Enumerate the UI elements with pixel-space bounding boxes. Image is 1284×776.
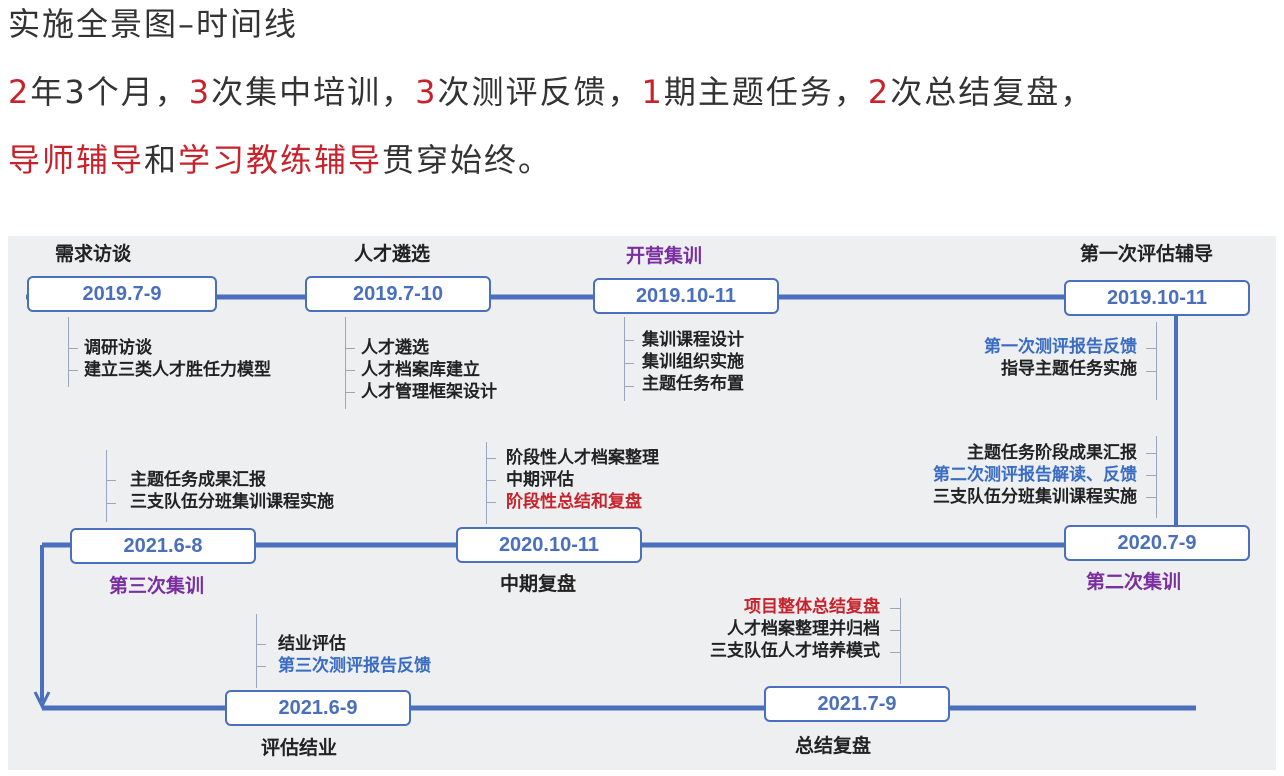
summary-line2-segment-0: 导师辅导 [8,141,145,179]
bracket-m5 [1156,436,1157,518]
milestone-label-m8: 评估结业 [261,737,338,759]
summary-line1-segment-8: 1 [641,73,664,111]
bracket-m7 [106,450,107,522]
summary-line1-segment-1: 年 [30,73,65,111]
item-m6-1: 中期评估 [506,470,574,490]
item-list-m7: 主题任务成果汇报 三支队伍分班集训课程实施 [130,469,334,513]
summary-line2-segment-2: 学习教练辅导 [178,141,383,179]
item-m9-1: 人才档案整理并归档 [727,619,880,639]
date-box-m6: 2020.10-11 [456,527,642,563]
date-box-m8: 2021.6-9 [225,690,411,726]
summary-line1-segment-4: 3 [188,73,212,111]
bracket-m9 [900,598,901,684]
bracket-m8 [256,614,257,688]
item-m9-0: 项目整体总结复盘 [744,597,880,617]
bracket-m3 [624,317,625,401]
bracket-m6 [486,442,487,524]
item-m7-0: 主题任务成果汇报 [130,470,266,490]
summary-line1-segment-5: 次集中培训， [211,73,416,111]
item-m2-2: 人才管理框架设计 [361,382,497,402]
page-title: 实施全景图–时间线 [8,5,299,43]
item-m3-1: 集训组织实施 [642,352,744,372]
summary-line1-segment-11: 次总结复盘， [890,73,1095,111]
down-arrow-icon [33,691,51,710]
milestone-label-m1: 需求访谈 [55,243,132,265]
milestone-label-m5: 第二次集训 [1086,571,1182,593]
date-box-m9: 2021.7-9 [764,686,950,722]
item-m1-0: 调研访谈 [84,338,152,358]
item-m6-2: 阶段性总结和复盘 [506,492,642,512]
item-list-m8: 结业评估 第三次测评报告反馈 [278,633,431,677]
date-box-m5: 2020.7-9 [1064,525,1250,561]
milestone-label-m6: 中期复盘 [500,573,577,595]
date-box-m3: 2019.10-11 [593,278,779,314]
item-list-m5: 主题任务阶段成果汇报 第二次测评报告解读、反馈 三支队伍分班集训课程实施 [933,442,1137,508]
milestone-label-m7: 第三次集训 [109,575,205,597]
item-m5-0: 主题任务阶段成果汇报 [967,443,1137,463]
item-m3-2: 主题任务布置 [642,374,744,394]
item-list-m4: 第一次测评报告反馈 指导主题任务实施 [984,336,1137,380]
item-m1-1: 建立三类人才胜任力模型 [84,360,271,380]
item-list-m9: 项目整体总结复盘 人才档案整理并归档 三支队伍人才培养模式 [710,596,880,662]
item-m7-1: 三支队伍分班集训课程实施 [130,492,334,512]
item-m6-0: 阶段性人才档案整理 [506,448,659,468]
summary-line1-segment-0: 2 [8,73,31,111]
timeline-panel: 需求访谈 2019.7-9 调研访谈 建立三类人才胜任力模型 人才遴选 2019… [8,236,1276,770]
item-m5-2: 三支队伍分班集训课程实施 [933,487,1137,507]
item-m3-0: 集训课程设计 [642,330,744,350]
item-list-m2: 人才遴选 人才档案库建立 人才管理框架设计 [361,337,497,403]
item-m2-1: 人才档案库建立 [361,360,480,380]
milestone-label-m2: 人才遴选 [354,243,431,265]
bracket-m2 [345,317,346,409]
summary-line1-segment-10: 2 [867,73,891,111]
item-list-m6: 阶段性人才档案整理 中期评估 阶段性总结和复盘 [506,447,659,513]
summary-line1-segment-3: 个月， [86,73,189,111]
item-m2-0: 人才遴选 [361,338,429,358]
date-box-m1: 2019.7-9 [27,276,217,312]
item-m8-0: 结业评估 [278,634,346,654]
bracket-m1 [68,317,69,387]
milestone-label-m4: 第一次评估辅导 [1080,243,1214,265]
summary-line-1: 2年3个月，3次集中培训，3次测评反馈，1期主题任务，2次总结复盘， [8,70,1094,114]
item-m5-1: 第二次测评报告解读、反馈 [933,465,1137,485]
summary-line1-segment-6: 3 [415,73,438,111]
bracket-m4 [1156,322,1157,400]
date-box-m7: 2021.6-8 [70,528,256,564]
item-m4-1: 指导主题任务实施 [1001,359,1137,379]
item-m4-0: 第一次测评报告反馈 [984,337,1137,357]
milestone-label-m3: 开营集训 [626,245,703,267]
summary-line2-segment-3: 贯穿始终。 [382,141,553,179]
item-m9-2: 三支队伍人才培养模式 [710,641,880,661]
summary-line1-segment-2: 3 [64,73,87,111]
summary-line1-segment-7: 次测评反馈， [437,73,642,111]
item-m8-1: 第三次测评报告反馈 [278,656,431,676]
item-list-m1: 调研访谈 建立三类人才胜任力模型 [84,337,271,381]
summary-line2-segment-1: 和 [144,141,179,179]
item-list-m3: 集训课程设计 集训组织实施 主题任务布置 [642,329,744,395]
summary-line1-segment-9: 期主题任务， [663,73,868,111]
date-box-m4: 2019.10-11 [1064,280,1250,316]
summary-line-2: 导师辅导和学习教练辅导贯穿始终。 [8,138,552,182]
date-box-m2: 2019.7-10 [305,276,491,312]
milestone-label-m9: 总结复盘 [795,735,872,757]
